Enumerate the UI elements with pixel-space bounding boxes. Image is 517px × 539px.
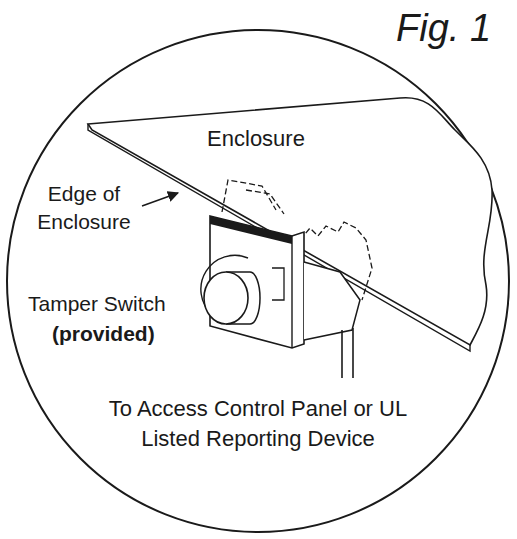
part-label: Tamper Switch [28, 290, 166, 318]
part-label: Edge of Enclosure [28, 180, 140, 237]
hidden-bracket [246, 190, 284, 214]
leader-arrow [142, 193, 178, 206]
switch-body-edge [291, 236, 292, 348]
wire [341, 330, 343, 378]
part-label: Enclosure [207, 124, 305, 154]
part-label: (provided) [52, 320, 155, 348]
hidden-bracket [222, 180, 276, 212]
plunger-button [204, 272, 248, 324]
switch-slot [272, 268, 284, 300]
frame-circle [7, 30, 509, 532]
switch-top-band [210, 216, 292, 244]
note-label: To Access Control Panel or UL Listed Rep… [98, 394, 418, 453]
switch-bracket [304, 262, 360, 340]
wire [352, 328, 354, 378]
figure-title: Fig. 1 [396, 6, 491, 52]
enclosure-edge [88, 124, 470, 351]
